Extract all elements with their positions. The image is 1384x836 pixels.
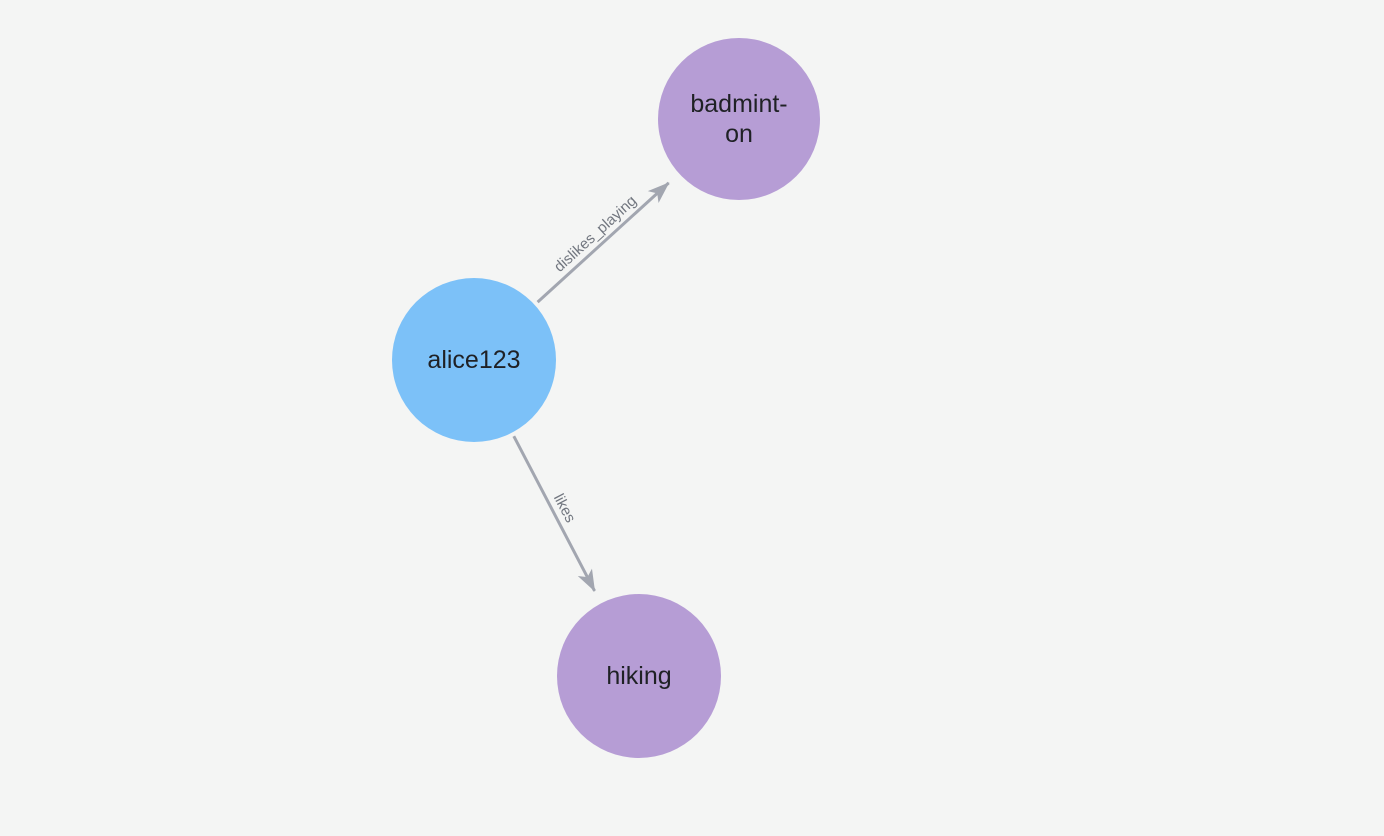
graph-node-hiking[interactable] (557, 594, 721, 758)
edge-alice123-badminton[interactable] (536, 181, 670, 304)
graph-node-alice123[interactable] (392, 278, 556, 442)
edge-label: likes (550, 491, 579, 525)
edge-label: dislikes_playing (551, 192, 640, 275)
graph-node-badminton[interactable] (658, 38, 820, 200)
edge-alice123-hiking[interactable] (512, 435, 596, 592)
